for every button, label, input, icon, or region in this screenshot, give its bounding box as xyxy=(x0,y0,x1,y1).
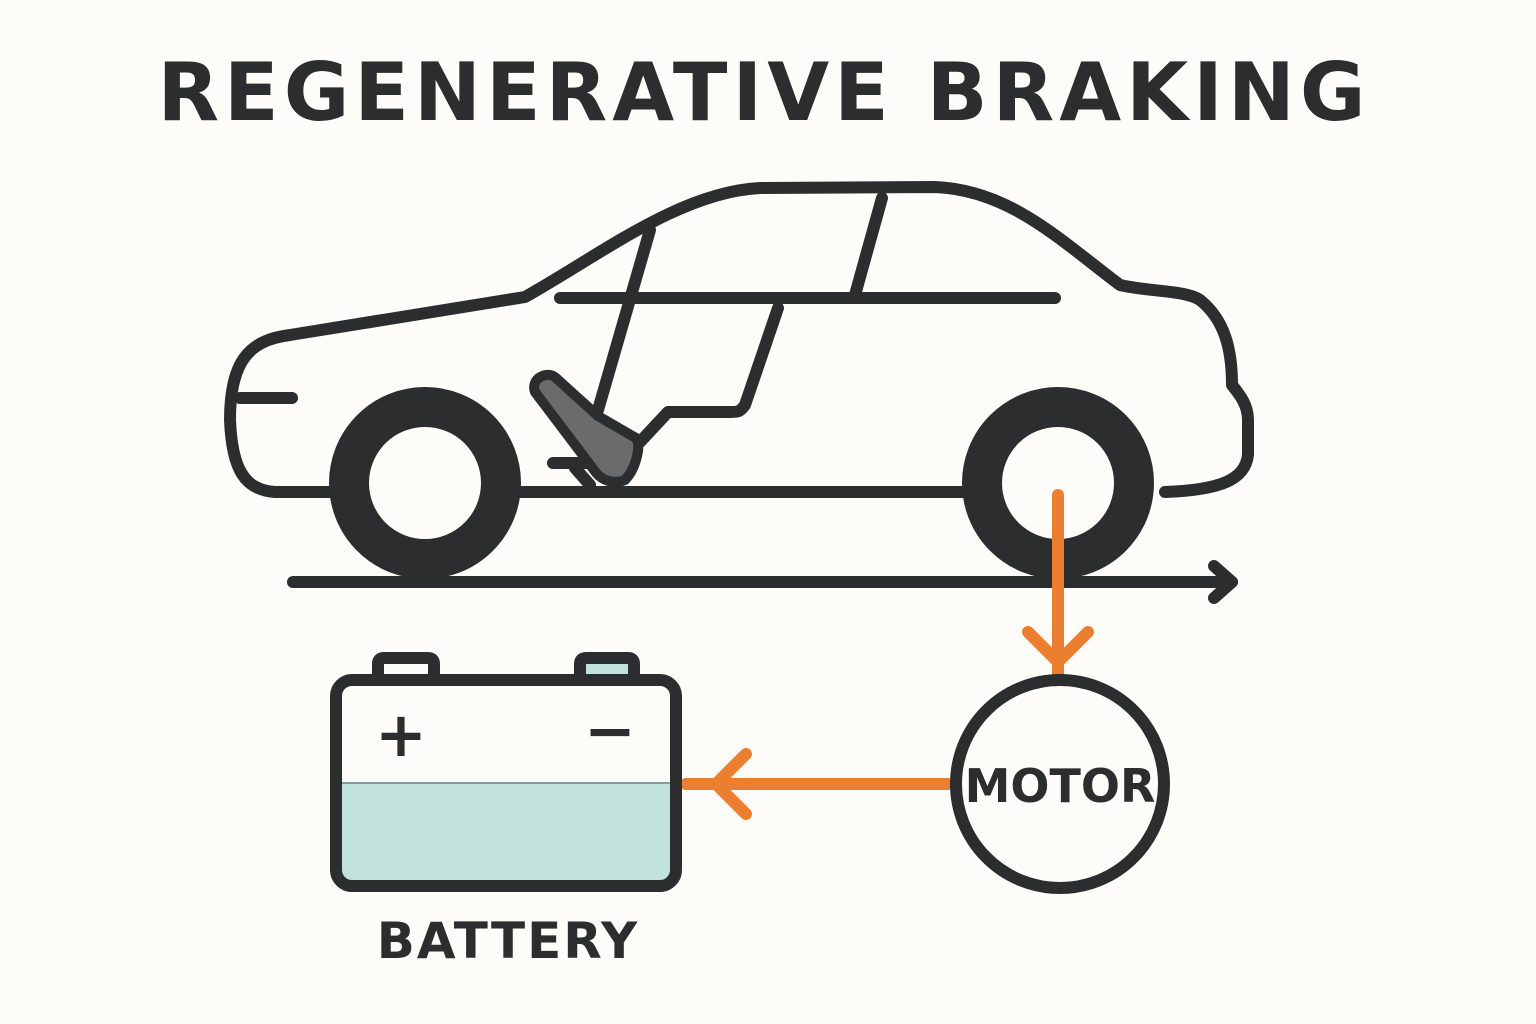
battery-body xyxy=(330,674,682,892)
car xyxy=(224,181,1254,498)
motor-to-battery-arrow xyxy=(680,748,954,820)
motor-label: MOTOR xyxy=(965,759,1156,813)
pedal-pivot xyxy=(569,462,596,491)
battery-charge-level xyxy=(336,783,676,886)
car-door-line xyxy=(634,302,784,448)
battery: + − BATTERY xyxy=(330,652,682,970)
diagram-title: REGENERATIVE BRAKING xyxy=(157,46,1370,139)
car-a-pillar xyxy=(592,224,656,416)
battery-label: BATTERY xyxy=(377,912,639,970)
brake-pedal xyxy=(529,369,644,487)
motor-circle xyxy=(950,674,1170,894)
car-b-pillar xyxy=(849,192,888,301)
wheel-to-motor-arrow xyxy=(1022,489,1094,684)
battery-positive-sign: + xyxy=(375,698,427,771)
car-body-outline xyxy=(224,181,1254,498)
front-wheel xyxy=(329,387,521,579)
battery-negative-sign: − xyxy=(584,694,636,767)
road-direction-arrow xyxy=(287,560,1238,604)
motor: MOTOR xyxy=(950,674,1170,894)
